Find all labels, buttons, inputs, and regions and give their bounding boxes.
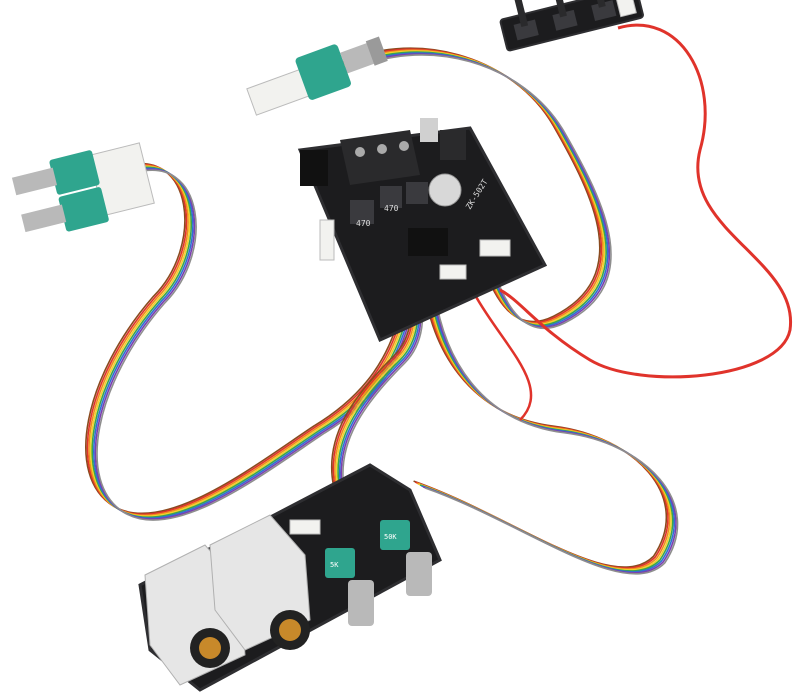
pot-module-left <box>11 142 155 233</box>
inductor <box>350 200 374 224</box>
pot-shaft <box>21 204 67 233</box>
connector <box>319 219 335 261</box>
tactile-button <box>552 0 567 18</box>
inductor-label: 470 <box>356 219 371 228</box>
audio-jack-right <box>209 514 311 651</box>
ic-chip <box>408 228 448 256</box>
pot-shaft <box>11 167 58 196</box>
pot-knob-a: 5K <box>325 548 374 626</box>
pot-value-label: 5K <box>330 561 339 569</box>
pot-body <box>49 150 100 195</box>
usb-port <box>420 118 438 142</box>
capacitor <box>428 173 462 207</box>
pot-knob-b: 50K <box>380 520 432 596</box>
audio-jack <box>440 130 466 160</box>
connector <box>439 264 467 280</box>
inductor-label: 470 <box>384 204 399 213</box>
pot-body <box>58 187 109 232</box>
ribbon-wire <box>344 54 612 330</box>
ribbon-cables <box>85 47 679 575</box>
dc-jack <box>300 150 328 186</box>
connector <box>479 239 511 257</box>
button-board <box>499 0 644 52</box>
pot-body <box>295 44 351 100</box>
main-amplifier-board: 470 470 ZK-502T <box>297 118 548 343</box>
tactile-button <box>514 0 529 28</box>
ribbon-wire <box>424 292 679 575</box>
input-jack-board: 5K 50K <box>138 463 442 692</box>
red-wire <box>499 23 792 379</box>
inductor <box>406 182 428 204</box>
connector <box>289 519 321 535</box>
pot-module-top <box>246 36 388 116</box>
pot-shaft <box>340 42 376 74</box>
connector <box>615 0 637 18</box>
inductor <box>380 186 402 208</box>
pot-value-label: 50K <box>384 533 397 541</box>
